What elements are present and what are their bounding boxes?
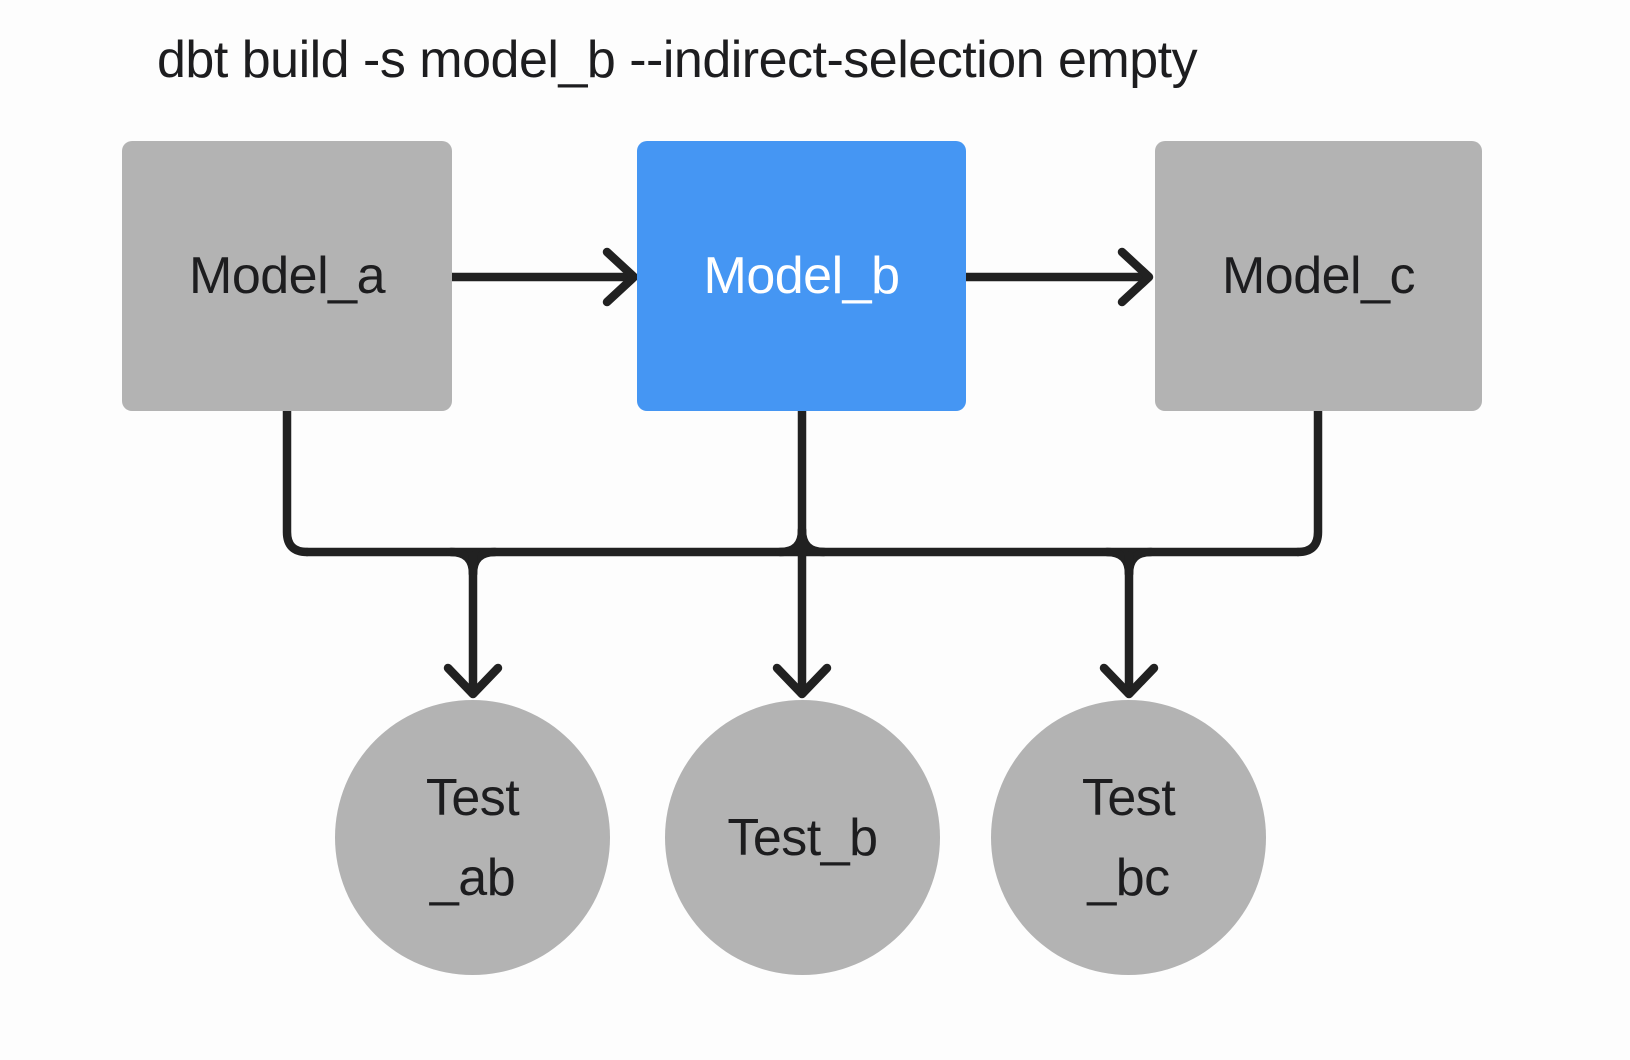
node-test-ab-label-line2: _ab xyxy=(429,848,516,907)
edge-model-b-to-model-c xyxy=(961,247,1154,307)
edge-fillet xyxy=(797,525,829,557)
node-model-b: Model_b xyxy=(637,141,966,411)
edge-elbow xyxy=(282,406,312,557)
node-model-b-label: Model_b xyxy=(703,247,900,305)
edge-trunk-to-test-bc xyxy=(1099,547,1159,699)
arrowhead-down-icon xyxy=(772,663,832,699)
arrowhead-right-icon xyxy=(1117,247,1154,307)
edge-model-a-to-model-b xyxy=(447,247,639,307)
diagram-title: dbt build -s model_b --indirect-selectio… xyxy=(157,31,1198,89)
node-test-b: Test_b xyxy=(665,700,940,975)
edge-model-b-to-test-b xyxy=(772,406,832,699)
node-test-ab: Test _ab xyxy=(335,700,610,975)
node-test-b-label: Test_b xyxy=(727,808,878,867)
node-model-c: Model_c xyxy=(1155,141,1482,411)
node-model-a-label: Model_a xyxy=(189,247,385,305)
node-model-a: Model_a xyxy=(122,141,452,411)
node-test-bc: Test _bc xyxy=(991,700,1266,975)
node-test-bc-label-line1: Test xyxy=(1081,768,1176,827)
edge-trunk-to-test-ab xyxy=(443,547,503,699)
edge-elbow xyxy=(1293,406,1323,557)
arrowhead-down-icon xyxy=(443,663,503,699)
edge-model-c-to-trunk xyxy=(1293,406,1323,557)
edge-model-a-to-trunk xyxy=(282,406,312,557)
arrowhead-down-icon xyxy=(1099,663,1159,699)
node-model-c-label: Model_c xyxy=(1221,247,1416,305)
node-test-bc-label-line2: _bc xyxy=(1087,848,1170,907)
arrowhead-right-icon xyxy=(602,247,639,307)
node-test-ab-label-line1: Test xyxy=(425,768,520,827)
